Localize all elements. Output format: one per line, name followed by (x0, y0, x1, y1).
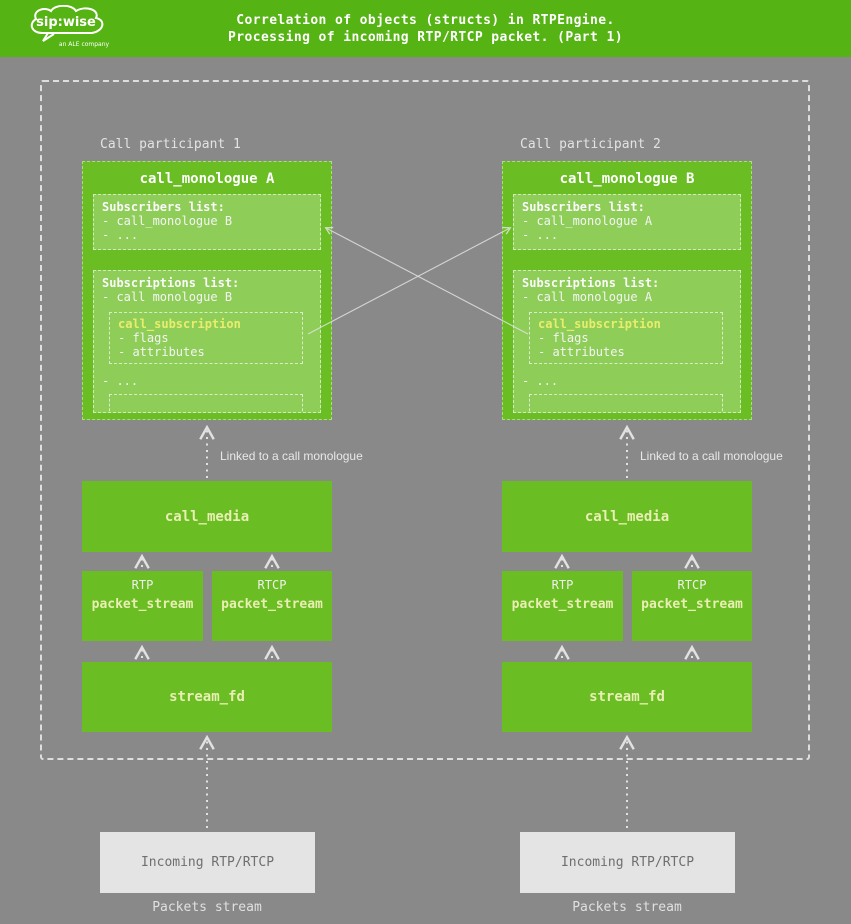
header-bar: sip:wise an ALE company Correlation of o… (0, 0, 851, 57)
incoming-label: Incoming RTP/RTCP (140, 855, 275, 870)
rtp-label: RTP (131, 578, 154, 592)
sipwise-logo-cloud-icon: sip:wise an ALE company (30, 4, 110, 48)
call-subscription-box: call_subscription - flags - attributes (109, 312, 303, 364)
packet-stream-label: packet_stream (221, 597, 323, 612)
packet-stream-rtcp-box: RTCP packet_stream (632, 571, 752, 641)
stream-fd-label: stream_fd (589, 689, 665, 705)
subscribers-list-box: Subscribers list: - call_monologue B - .… (93, 194, 321, 250)
incoming-label: Incoming RTP/RTCP (560, 855, 695, 870)
packet-stream-label: packet_stream (91, 597, 194, 612)
participant-1-label: Call participant 1 (100, 137, 241, 152)
call-monologue-b-box: call_monologue B Subscribers list: - cal… (502, 161, 752, 420)
call-media-box: call_media (502, 481, 752, 552)
subscriptions-item-more: - ... (522, 374, 559, 388)
call-subscription-title: call_subscription (118, 317, 241, 331)
subscription-placeholder (109, 394, 303, 412)
stream-fd-box: stream_fd (502, 662, 752, 732)
subscriptions-list-title: Subscriptions list: (522, 276, 660, 290)
subscriptions-item: - call monologue A (522, 290, 653, 304)
rtp-label: RTP (551, 578, 574, 592)
subscriptions-list-box: Subscriptions list: - call monologue B c… (93, 270, 321, 413)
subscribers-item-more: - ... (102, 228, 139, 242)
header-title-line1: Correlation of objects (structs) in RTPE… (236, 12, 615, 28)
subscribers-list-title: Subscribers list: (522, 200, 645, 214)
subscription-flags-item: - flags (538, 331, 589, 345)
sipwise-logo: sip:wise an ALE company (26, 4, 126, 55)
subscriptions-list-title: Subscriptions list: (102, 276, 240, 290)
call-media-box: call_media (82, 481, 332, 552)
subscriptions-item: - call monologue B (102, 290, 233, 304)
packet-stream-label: packet_stream (641, 597, 743, 612)
subscription-attributes-item: - attributes (538, 345, 625, 359)
subscribers-item: - call_monologue A (522, 214, 653, 228)
call-subscription-title: call_subscription (538, 317, 661, 331)
participant-2-label: Call participant 2 (520, 137, 661, 152)
packet-stream-rtcp-box: RTCP packet_stream (212, 571, 332, 641)
subscriptions-list-box: Subscriptions list: - call monologue A c… (513, 270, 741, 413)
subscription-placeholder (529, 394, 723, 412)
call-media-label: call_media (584, 508, 670, 525)
packet-stream-label: packet_stream (511, 597, 614, 612)
call-monologue-a-box: call_monologue A Subscribers list: - cal… (82, 161, 332, 420)
rtcp-label: RTCP (257, 578, 287, 592)
linked-monologue-label: Linked to a call monologue (220, 449, 363, 463)
participant-2-column: Call participant 2 call_monologue B Subs… (502, 0, 783, 924)
call-media-label: call_media (164, 508, 250, 525)
subscribers-item-more: - ... (522, 228, 559, 242)
subscribers-item: - call_monologue B (102, 214, 233, 228)
sipwise-logo-subtext: an ALE company (59, 41, 110, 48)
stream-fd-box: stream_fd (82, 662, 332, 732)
rtcp-label: RTCP (677, 578, 707, 592)
call-monologue-a-title: call_monologue A (139, 171, 275, 187)
stream-fd-label: stream_fd (169, 689, 245, 705)
call-subscription-box: call_subscription - flags - attributes (529, 312, 723, 364)
incoming-rtp-rtcp-box: Incoming RTP/RTCP (100, 832, 315, 893)
packets-stream-label: Packets stream (152, 900, 262, 915)
call-monologue-b-title: call_monologue B (559, 171, 695, 187)
linked-monologue-label: Linked to a call monologue (640, 449, 783, 463)
subscription-flags-item: - flags (118, 331, 169, 345)
incoming-rtp-rtcp-box: Incoming RTP/RTCP (520, 832, 735, 893)
diagram-frame (40, 80, 810, 760)
packet-stream-rtp-box: RTP packet_stream (82, 571, 203, 641)
sipwise-logo-text: sip:wise (36, 15, 96, 30)
subscription-attributes-item: - attributes (118, 345, 205, 359)
packets-stream-label: Packets stream (572, 900, 682, 915)
subscriptions-item-more: - ... (102, 374, 139, 388)
subscribers-list-title: Subscribers list: (102, 200, 225, 214)
header-title: Correlation of objects (structs) in RTPE… (0, 0, 851, 57)
header-title-line2: Processing of incoming RTP/RTCP packet. … (228, 29, 623, 45)
packet-stream-rtp-box: RTP packet_stream (502, 571, 623, 641)
subscribers-list-box: Subscribers list: - call_monologue A - .… (513, 194, 741, 250)
participant-1-column: Call participant 1 call_monologue A Subs… (82, 0, 363, 924)
